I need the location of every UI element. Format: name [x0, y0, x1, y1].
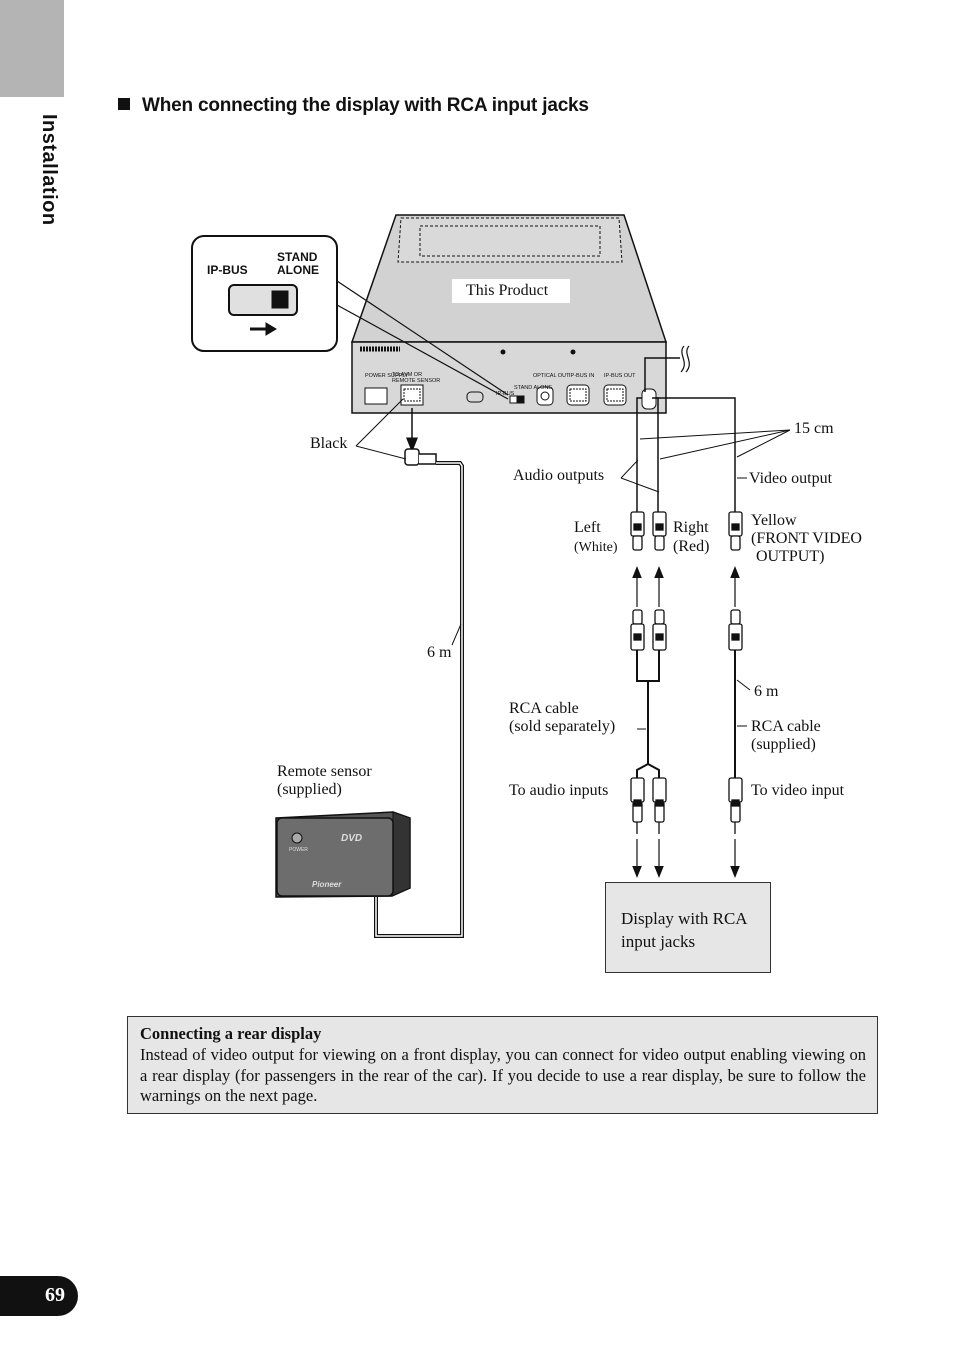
rca-cables [630, 609, 751, 778]
connection-arrows [632, 566, 740, 878]
front-video-label-2: OUTPUT) [756, 548, 825, 565]
rear-display-note: Connecting a rear display Instead of vid… [127, 1016, 878, 1114]
page-number-badge: 69 [0, 1276, 78, 1316]
six-m-right-label: 6 m [754, 683, 779, 700]
panel-ipbus-small-label: IP-BUS [496, 391, 515, 397]
sensor-brand-logo: Pioneer [312, 880, 342, 889]
front-video-label-1: (FRONT VIDEO [751, 530, 862, 547]
to-video-input-label: To video input [751, 782, 845, 799]
display-box-line-2: input jacks [621, 932, 696, 951]
rca-cable-sold-label-2: (sold separately) [509, 718, 616, 735]
note-body: Instead of video output for viewing on a… [140, 1045, 866, 1105]
yellow-label: Yellow [751, 512, 797, 529]
audio-outputs-label: Audio outputs [513, 467, 605, 484]
rca-cable-supplied-label-1: RCA cable [751, 718, 821, 735]
rca-cable-supplied-label-2: (supplied) [751, 736, 816, 753]
heading-bullet-icon [118, 98, 130, 110]
output-rca-plugs [630, 511, 743, 551]
note-title: Connecting a rear display [140, 1024, 322, 1043]
switch-callout [191, 235, 509, 400]
left-label: Left [574, 519, 601, 536]
input-rca-plugs [630, 777, 743, 834]
panel-standalone-small-label: STAND ALONE [514, 385, 552, 391]
display-box-line-1: Display with RCA [621, 909, 748, 928]
section-heading: When connecting the display with RCA inp… [118, 95, 589, 117]
page-number: 69 [45, 1284, 65, 1306]
right-label: Right [673, 519, 709, 536]
panel-ipbus-out-label: IP-BUS OUT [604, 373, 636, 379]
rca-cable-sold-label-1: RCA cable [509, 700, 579, 717]
panel-avm-label: TO AVM OR [392, 372, 422, 378]
to-audio-inputs-label: To audio inputs [509, 782, 609, 799]
switch-ipbus-label: IP-BUS [207, 263, 248, 277]
remote-sensor-cable [355, 398, 464, 938]
sensor-dvd-logo: DVD [341, 833, 362, 844]
switch-stand-label: STAND [277, 250, 318, 264]
product-label-box: This Product [452, 279, 570, 303]
panel-remote-label: REMOTE SENSOR [392, 378, 440, 384]
panel-ipbus-in-label: IP-BUS IN [569, 373, 594, 379]
output-cables [620, 345, 791, 512]
remote-sensor-label-1: Remote sensor [277, 763, 372, 780]
remote-sensor-label-2: (supplied) [277, 781, 342, 798]
panel-power-label: POWER SUPPLY [365, 373, 409, 379]
panel-optical-label: OPTICAL OUT [533, 373, 570, 379]
heading-text: When connecting the display with RCA inp… [142, 95, 589, 116]
sensor-power-label: POWER [289, 847, 308, 853]
sensor-text: POWER DVD Pioneer [289, 833, 362, 889]
six-m-left-label: 6 m [427, 644, 452, 661]
switch-alone-label: ALONE [277, 263, 319, 277]
product-label: This Product [466, 282, 549, 299]
product-unit [350, 214, 668, 414]
section-tab [0, 0, 64, 97]
black-label: Black [310, 435, 348, 452]
red-label: (Red) [673, 538, 710, 555]
video-output-label: Video output [749, 470, 833, 487]
display-box: Display with RCA input jacks [605, 882, 771, 973]
fifteen-cm-label: 15 cm [794, 420, 834, 437]
white-label: (White) [574, 540, 618, 555]
panel-labels: POWER SUPPLY TO AVM OR REMOTE SENSOR OPT… [365, 372, 636, 397]
remote-sensor-device [275, 811, 411, 898]
